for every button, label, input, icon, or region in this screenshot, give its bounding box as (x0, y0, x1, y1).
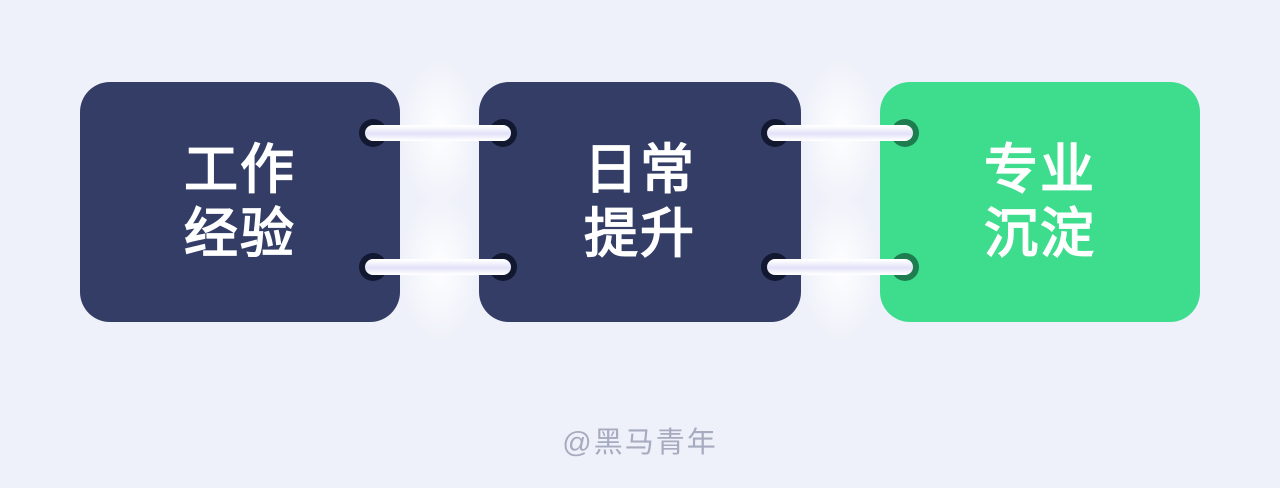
card-professional-accumulation: 专业 沉淀 (880, 82, 1200, 322)
card-professional-accumulation-line2: 沉淀 (984, 204, 1096, 264)
card-work-experience-line1: 工作 (184, 140, 296, 200)
card-work-experience: 工作 经验 (80, 82, 400, 322)
card-daily-improvement-line2: 提升 (584, 204, 696, 264)
card-professional-accumulation-line1: 专业 (984, 140, 1096, 200)
card-work-experience-line2: 经验 (184, 204, 296, 264)
card-daily-improvement: 日常 提升 (479, 82, 801, 322)
card-daily-improvement-line1: 日常 (584, 140, 696, 200)
connector-bar (365, 259, 511, 275)
connector-bar (365, 125, 511, 141)
connector-bar (767, 125, 913, 141)
connector-bar (767, 259, 913, 275)
watermark-text: @黑马青年 (562, 427, 718, 459)
